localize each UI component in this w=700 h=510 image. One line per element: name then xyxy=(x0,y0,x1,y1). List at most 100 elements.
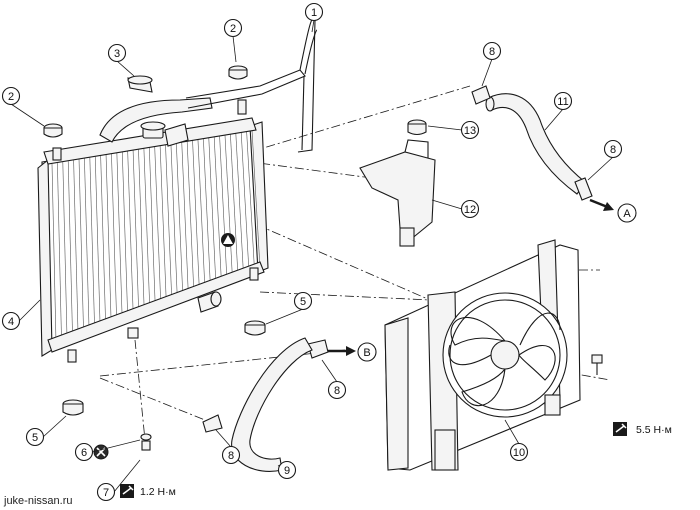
callout-2: 2 xyxy=(223,18,243,38)
drain-plug-top-right xyxy=(228,65,248,80)
direction-B: B xyxy=(357,342,377,362)
callout-number: 11 xyxy=(557,96,568,108)
radiator-fin xyxy=(230,133,239,277)
radiator-fin xyxy=(132,150,140,313)
radiator-fin xyxy=(84,158,90,331)
radiator-fin xyxy=(62,162,68,339)
discard-part-icon xyxy=(93,444,109,460)
clamps xyxy=(202,85,593,433)
callout-number: 3 xyxy=(114,48,120,60)
radiator-fin xyxy=(208,137,217,285)
arrow-right-icon xyxy=(589,198,614,211)
callout-number: 8 xyxy=(489,46,495,58)
radiator-fin xyxy=(170,143,178,299)
radiator-fin xyxy=(240,131,250,273)
callout-number: 2 xyxy=(230,23,236,35)
radiator-fin xyxy=(94,156,101,327)
callout-number: 5 xyxy=(300,296,306,308)
callout-6: 6 xyxy=(74,442,94,462)
radiator-fin xyxy=(89,157,95,329)
callout-11: 11 xyxy=(553,91,573,111)
callout-number: 13 xyxy=(464,125,476,137)
fan-shroud xyxy=(384,239,581,471)
torque-label-upper: 5.5 Н·м xyxy=(636,424,672,436)
callout-number: 5 xyxy=(32,432,38,444)
callout-5: 5 xyxy=(25,427,45,447)
grommets xyxy=(62,320,266,451)
callout-9: 9 xyxy=(277,460,297,480)
fan-bolt xyxy=(591,354,603,375)
reservoir-cap xyxy=(407,119,427,136)
arrow-right-icon xyxy=(328,346,356,356)
radiator-fin xyxy=(197,139,206,289)
torque-label-lower: 1.2 Н·м xyxy=(140,486,176,498)
callout-number: 1 xyxy=(311,7,317,19)
direction-A: A xyxy=(617,203,637,223)
watermark: juke-nissan.ru xyxy=(3,495,72,507)
radiator-fin xyxy=(246,130,255,271)
callout-13: 13 xyxy=(460,120,480,140)
callout-number: 12 xyxy=(464,204,476,216)
reservoir-tank xyxy=(359,139,436,247)
radiator-fin xyxy=(138,149,145,311)
radiator-fin xyxy=(235,132,244,275)
radiator-fin xyxy=(186,141,195,293)
radiator-fin xyxy=(78,159,84,333)
radiator-fin xyxy=(219,135,228,281)
callout-8: 8 xyxy=(327,380,347,400)
hose-11 xyxy=(485,93,586,195)
radiator-cap xyxy=(127,75,153,93)
torque-wrench-icon xyxy=(613,422,627,436)
callout-number: 8 xyxy=(334,385,340,397)
radiator-fin xyxy=(100,155,106,325)
callout-number: 6 xyxy=(81,447,87,459)
callout-number: 4 xyxy=(8,316,14,328)
direction-letter: B xyxy=(363,347,370,359)
callout-7: 7 xyxy=(96,482,116,502)
callout-number: 2 xyxy=(8,91,14,103)
radiator-fin xyxy=(127,151,134,315)
radiator-fin xyxy=(105,154,112,323)
radiator-fin xyxy=(181,141,189,295)
callout-number: 8 xyxy=(228,450,234,462)
callout-number: 9 xyxy=(284,465,290,477)
radiator-fin xyxy=(67,161,73,337)
callout-10: 10 xyxy=(509,442,529,462)
radiator-fin xyxy=(116,152,123,319)
callout-3: 3 xyxy=(107,43,127,63)
radiator-fin xyxy=(213,136,222,283)
radiator-fin xyxy=(159,145,167,303)
radiator-fin xyxy=(148,147,156,307)
radiator-fin xyxy=(154,146,162,305)
warning-triangle-icon xyxy=(221,233,235,247)
radiator-fin xyxy=(57,163,62,341)
radiator xyxy=(37,99,269,363)
radiator-fin xyxy=(111,153,117,321)
radiator-fin xyxy=(121,152,128,317)
callout-number: 7 xyxy=(103,487,109,499)
callout-number: 8 xyxy=(610,144,616,156)
callout-5: 5 xyxy=(293,291,313,311)
direction-markers: AB xyxy=(357,203,637,362)
callout-8: 8 xyxy=(603,139,623,159)
radiator-fin xyxy=(176,142,184,297)
radiator-fin xyxy=(165,144,173,301)
callout-8: 8 xyxy=(482,41,502,61)
callout-2: 2 xyxy=(1,86,21,106)
radiator-fin xyxy=(73,160,79,335)
lower-hose xyxy=(231,337,313,472)
callout-8: 8 xyxy=(221,445,241,465)
torque-wrench-icon xyxy=(120,484,134,498)
radiator-fin xyxy=(192,140,200,291)
radiator-fin xyxy=(203,138,211,287)
callout-number: 10 xyxy=(513,447,525,459)
radiator-fin xyxy=(143,148,151,309)
drain-plug-top-left xyxy=(43,123,63,138)
radiator-fin xyxy=(224,134,233,279)
callout-12: 12 xyxy=(460,199,480,219)
radiator-fin xyxy=(51,163,57,343)
callout-1: 1 xyxy=(304,2,324,22)
direction-letter: A xyxy=(623,208,631,220)
